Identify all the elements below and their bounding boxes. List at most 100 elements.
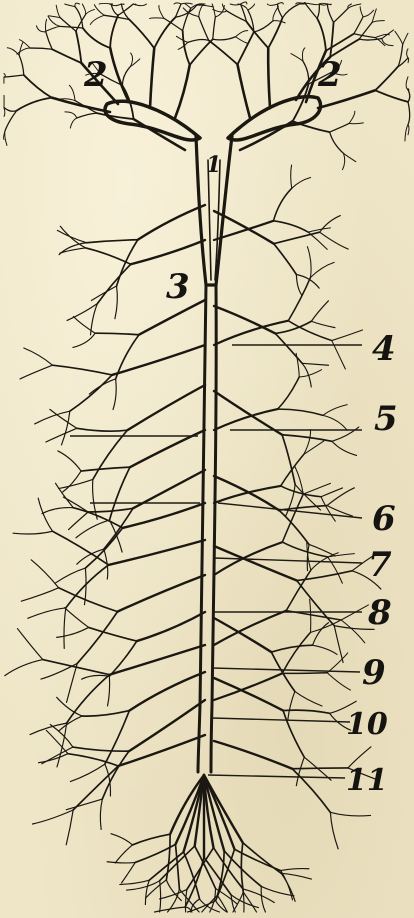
- nerve-branch: [330, 812, 370, 816]
- nerve-branch: [408, 90, 410, 102]
- nerve-branch: [65, 4, 75, 7]
- nerve-branch: [175, 65, 190, 118]
- nerve-branch: [166, 834, 170, 880]
- nerve-branch: [344, 153, 356, 161]
- nerve-branch: [213, 848, 243, 889]
- nerve-branch: [274, 232, 320, 244]
- nerve-branch: [214, 546, 297, 581]
- nerve-branch: [73, 333, 95, 347]
- nerve-branch: [303, 483, 330, 494]
- nerve-branch: [334, 8, 349, 22]
- nerve-branch: [292, 768, 348, 769]
- nerve-branch: [33, 810, 74, 824]
- nerve-branch: [52, 49, 81, 63]
- nerve-branch: [209, 40, 238, 64]
- nerve-branch: [296, 274, 301, 295]
- nerve-branch: [405, 125, 408, 141]
- nerve-branch: [82, 4, 85, 15]
- nerve-branch: [363, 10, 374, 17]
- label-2-right: 2: [317, 55, 342, 95]
- nerve-branch: [58, 451, 81, 471]
- nerve-branch: [273, 6, 279, 20]
- nerve-branch: [100, 799, 102, 829]
- nerve-branch: [190, 39, 213, 65]
- nerve-branch: [326, 34, 354, 51]
- nerve-branch: [24, 75, 52, 98]
- nerve-branch: [77, 428, 128, 431]
- nerve-branch: [214, 391, 282, 435]
- nerve-branch: [42, 508, 73, 514]
- nerve-branch: [311, 321, 335, 327]
- nerve-branch: [108, 676, 110, 706]
- nerve-branch: [375, 66, 398, 90]
- nerve-branch: [282, 673, 327, 674]
- nerve-branch: [102, 751, 129, 799]
- nerve-branch: [408, 89, 409, 91]
- nerve-branch: [57, 723, 67, 767]
- nerve-branch: [122, 862, 136, 882]
- nerve-branch: [317, 18, 326, 50]
- nerve-branch: [129, 700, 205, 751]
- nerve-branch: [283, 710, 329, 713]
- nerve-branch: [288, 691, 295, 720]
- nerve-branch: [75, 101, 97, 114]
- nerve-branch: [395, 31, 403, 44]
- nerve-branch: [89, 627, 137, 641]
- nerve-branch: [45, 19, 46, 31]
- nerve-branch: [302, 363, 328, 365]
- nerve-branch: [292, 177, 311, 188]
- nerve-branch: [236, 31, 248, 37]
- nerve-branch: [66, 810, 73, 845]
- label-11: 11: [346, 763, 388, 798]
- nerve-branch: [288, 277, 310, 320]
- nerve-branch: [342, 153, 344, 169]
- nerve-branch: [181, 3, 192, 4]
- nerve-branch: [107, 862, 135, 863]
- nerve-branch: [214, 618, 271, 652]
- nerve-branch: [199, 17, 209, 41]
- nerve-branch: [134, 119, 185, 150]
- nerve-branch: [236, 37, 247, 43]
- nerve-branch: [38, 498, 52, 531]
- nerve-branch: [349, 123, 363, 124]
- nerve-branch: [68, 754, 118, 766]
- nerve-branch: [243, 889, 274, 902]
- nerve-branch: [52, 98, 110, 112]
- nerve-branch: [268, 18, 282, 48]
- nerve-branch: [138, 205, 205, 240]
- nerve-branch: [328, 4, 334, 22]
- nerve-branch: [176, 36, 187, 42]
- label-4: 4: [372, 329, 396, 369]
- nerve-branch: [112, 345, 205, 375]
- nerve-branch: [407, 49, 408, 58]
- nerve-branch: [115, 845, 132, 863]
- nerve-branch: [231, 895, 258, 908]
- nerve-branch: [46, 32, 52, 50]
- nerve-branch: [213, 37, 236, 40]
- nerve-branch: [313, 623, 329, 645]
- nerve-branch: [132, 834, 170, 845]
- label-3: 3: [166, 267, 190, 307]
- nerve-branch: [90, 15, 104, 24]
- nerve-branch: [278, 3, 284, 4]
- nerve-branch: [91, 304, 98, 335]
- nerve-branch: [282, 632, 310, 673]
- nerve-branch: [60, 18, 76, 32]
- nerve-branch: [159, 5, 164, 18]
- nerve-branch: [170, 775, 204, 834]
- nerve-branch: [77, 113, 97, 118]
- nerve-branch: [317, 4, 319, 18]
- nerve-branch: [185, 4, 191, 8]
- nerve-branch: [85, 9, 94, 15]
- nerve-branch: [246, 21, 268, 48]
- nerve-branch: [295, 691, 322, 706]
- nerve-branch: [273, 21, 285, 23]
- nerve-branch: [21, 588, 58, 601]
- nerve-branch: [129, 20, 154, 49]
- nerve-branch: [197, 5, 214, 7]
- nerve-branch: [36, 26, 45, 32]
- nerve-branch: [274, 244, 297, 275]
- nerve-branch: [66, 799, 102, 810]
